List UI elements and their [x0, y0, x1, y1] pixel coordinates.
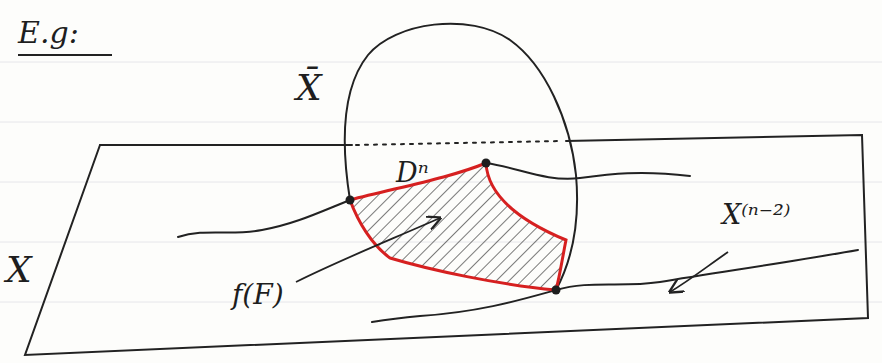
space-label: X̄	[296, 68, 322, 108]
example-heading: E.g:	[18, 16, 79, 49]
region-label: f(F)	[232, 280, 284, 311]
disk-label: Dⁿ	[396, 158, 429, 188]
skeleton-label: X⁽ⁿ⁻²⁾	[722, 200, 791, 230]
space-label: X	[6, 250, 32, 290]
